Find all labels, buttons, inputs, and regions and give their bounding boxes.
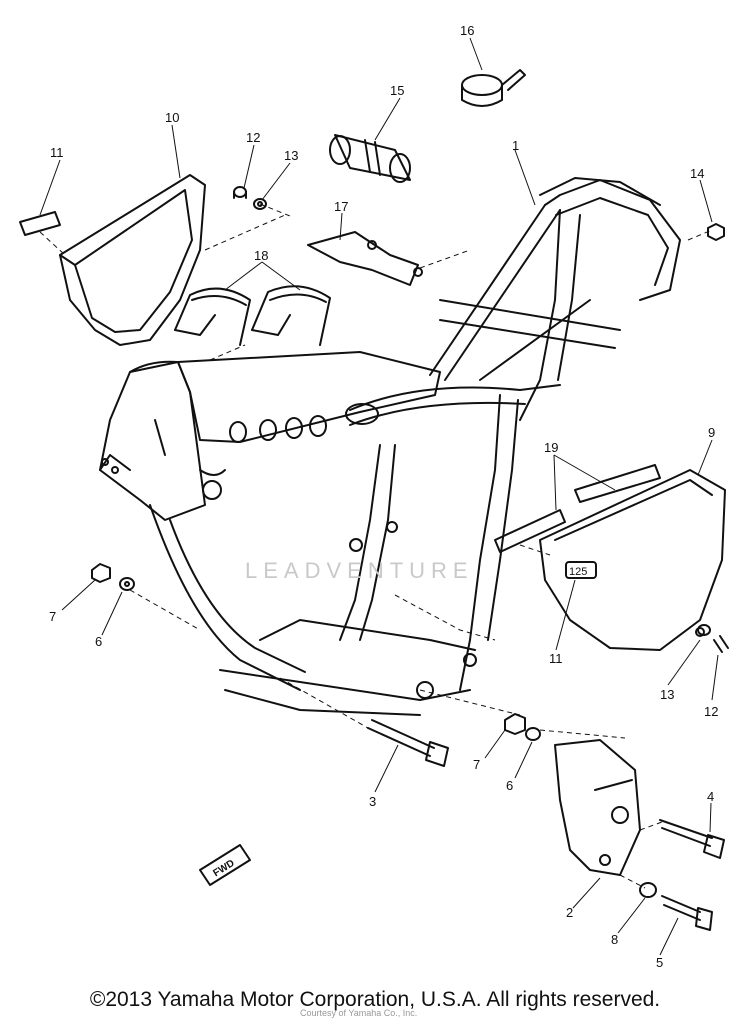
small-print: Courtesy of Yamaha Co., Inc.	[300, 1008, 417, 1018]
callout-12-left: 12	[246, 130, 260, 145]
grommet	[461, 69, 526, 107]
bolt-5	[661, 895, 713, 931]
callout-13-left: 13	[284, 148, 298, 163]
callout-12-right: 12	[704, 704, 718, 719]
callout-10: 10	[165, 110, 179, 125]
number-plate-left	[59, 174, 206, 346]
callout-11-left: 11	[50, 145, 64, 160]
bracket-plate	[307, 231, 423, 286]
callout-19: 19	[544, 440, 558, 455]
callout-6-left: 6	[95, 634, 102, 649]
washer-8	[639, 882, 657, 898]
callout-7-left: 7	[49, 609, 56, 624]
fwd-arrow	[199, 844, 251, 886]
callout-13-right: 13	[660, 687, 674, 702]
bolt-washer-left	[233, 186, 267, 210]
callout-15: 15	[390, 83, 404, 98]
nut-washer-left	[91, 563, 135, 591]
long-bolt	[367, 719, 449, 767]
callout-8: 8	[611, 932, 618, 947]
callout-14: 14	[690, 166, 704, 181]
side-cover-badge: 125	[569, 566, 587, 578]
callout-17: 17	[334, 199, 348, 214]
side-cover-right	[539, 469, 726, 651]
callout-5: 5	[656, 955, 663, 970]
callout-16: 16	[460, 23, 474, 38]
copyright-notice: ©2013 Yamaha Motor Corporation, U.S.A. A…	[89, 988, 661, 1011]
nut-right-top	[707, 223, 725, 241]
bolt-4	[659, 819, 725, 859]
callout-6-right: 6	[506, 778, 513, 793]
callout-18: 18	[254, 248, 268, 263]
watermark-text: LEADVENTURE	[245, 558, 474, 583]
rubber-dampers	[174, 285, 331, 346]
bolt-washer-right	[697, 624, 729, 653]
callout-7-right: 7	[473, 757, 480, 772]
callout-11-right: 11	[549, 651, 563, 666]
callout-9: 9	[708, 425, 715, 440]
engine-mount-bracket	[554, 739, 641, 876]
nut-washer-right	[504, 713, 541, 741]
callout-4: 4	[707, 789, 714, 804]
decal-left	[19, 211, 61, 236]
callout-3: 3	[369, 794, 376, 809]
mounting-brackets	[494, 464, 661, 553]
callout-1: 1	[512, 138, 519, 153]
main-frame	[99, 177, 681, 716]
callout-2: 2	[566, 905, 573, 920]
rubber-sleeve	[329, 134, 411, 183]
